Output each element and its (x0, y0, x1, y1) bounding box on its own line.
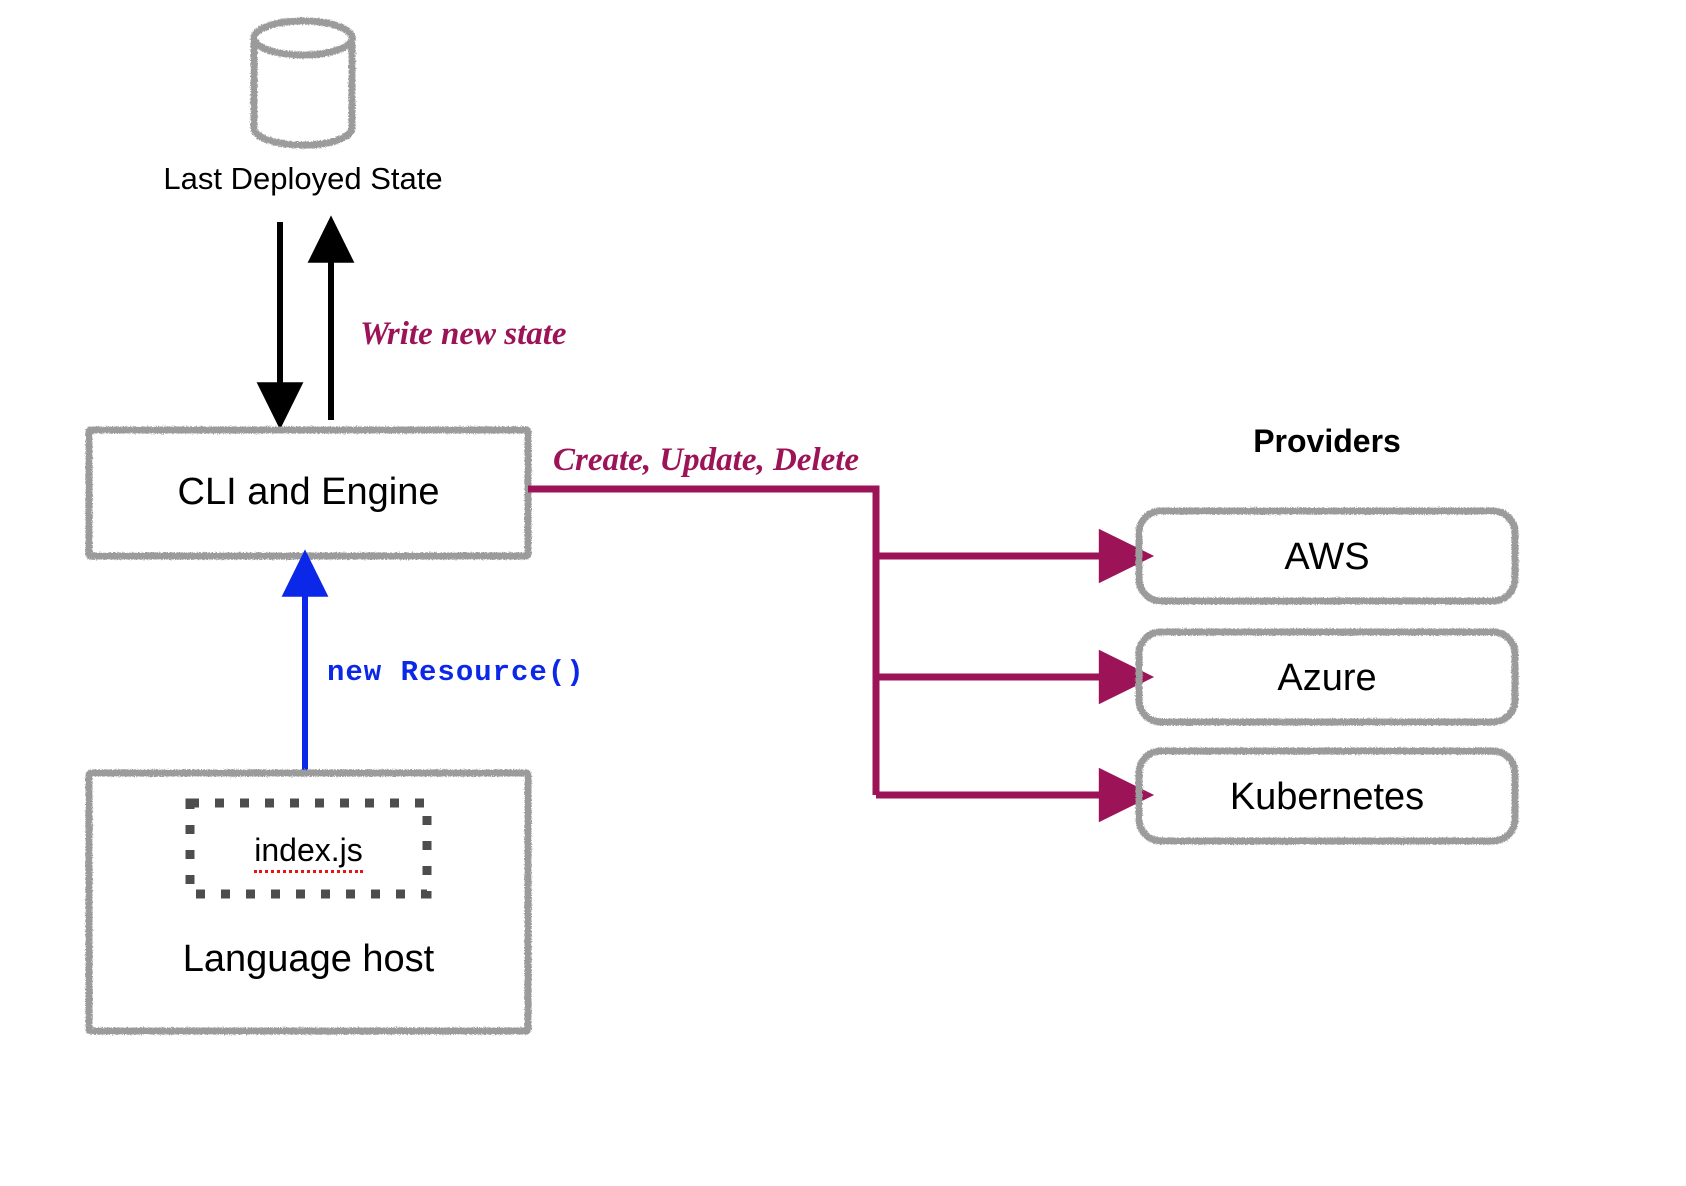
language-host-label: Language host (182, 938, 435, 980)
crud-connector (528, 485, 1155, 823)
provider-node-azure[interactable] (1139, 632, 1515, 722)
providers-heading: Providers (1253, 423, 1401, 459)
cli-engine-node[interactable] (89, 430, 528, 556)
provider-label-azure: Azure (1277, 657, 1377, 699)
edge-label-new-resource: new Resource() (327, 656, 585, 689)
index-file-label: index.js (254, 832, 363, 873)
provider-label-kubernetes: Kubernetes (1229, 776, 1425, 818)
provider-node-aws[interactable] (1139, 511, 1515, 601)
edge-label-write-new-state: Write new state (360, 316, 567, 352)
index-file-node[interactable] (190, 803, 427, 894)
index-file-label-wrap: index.js (190, 832, 427, 873)
provider-label-aws: AWS (1284, 536, 1370, 578)
state-store-node[interactable] (250, 16, 358, 146)
provider-node-kubernetes[interactable] (1139, 751, 1515, 841)
cli-engine-label: CLI and Engine (177, 471, 440, 513)
edge-label-crud: Create, Update, Delete (553, 442, 860, 478)
state-store-label: Last Deployed State (163, 161, 443, 196)
